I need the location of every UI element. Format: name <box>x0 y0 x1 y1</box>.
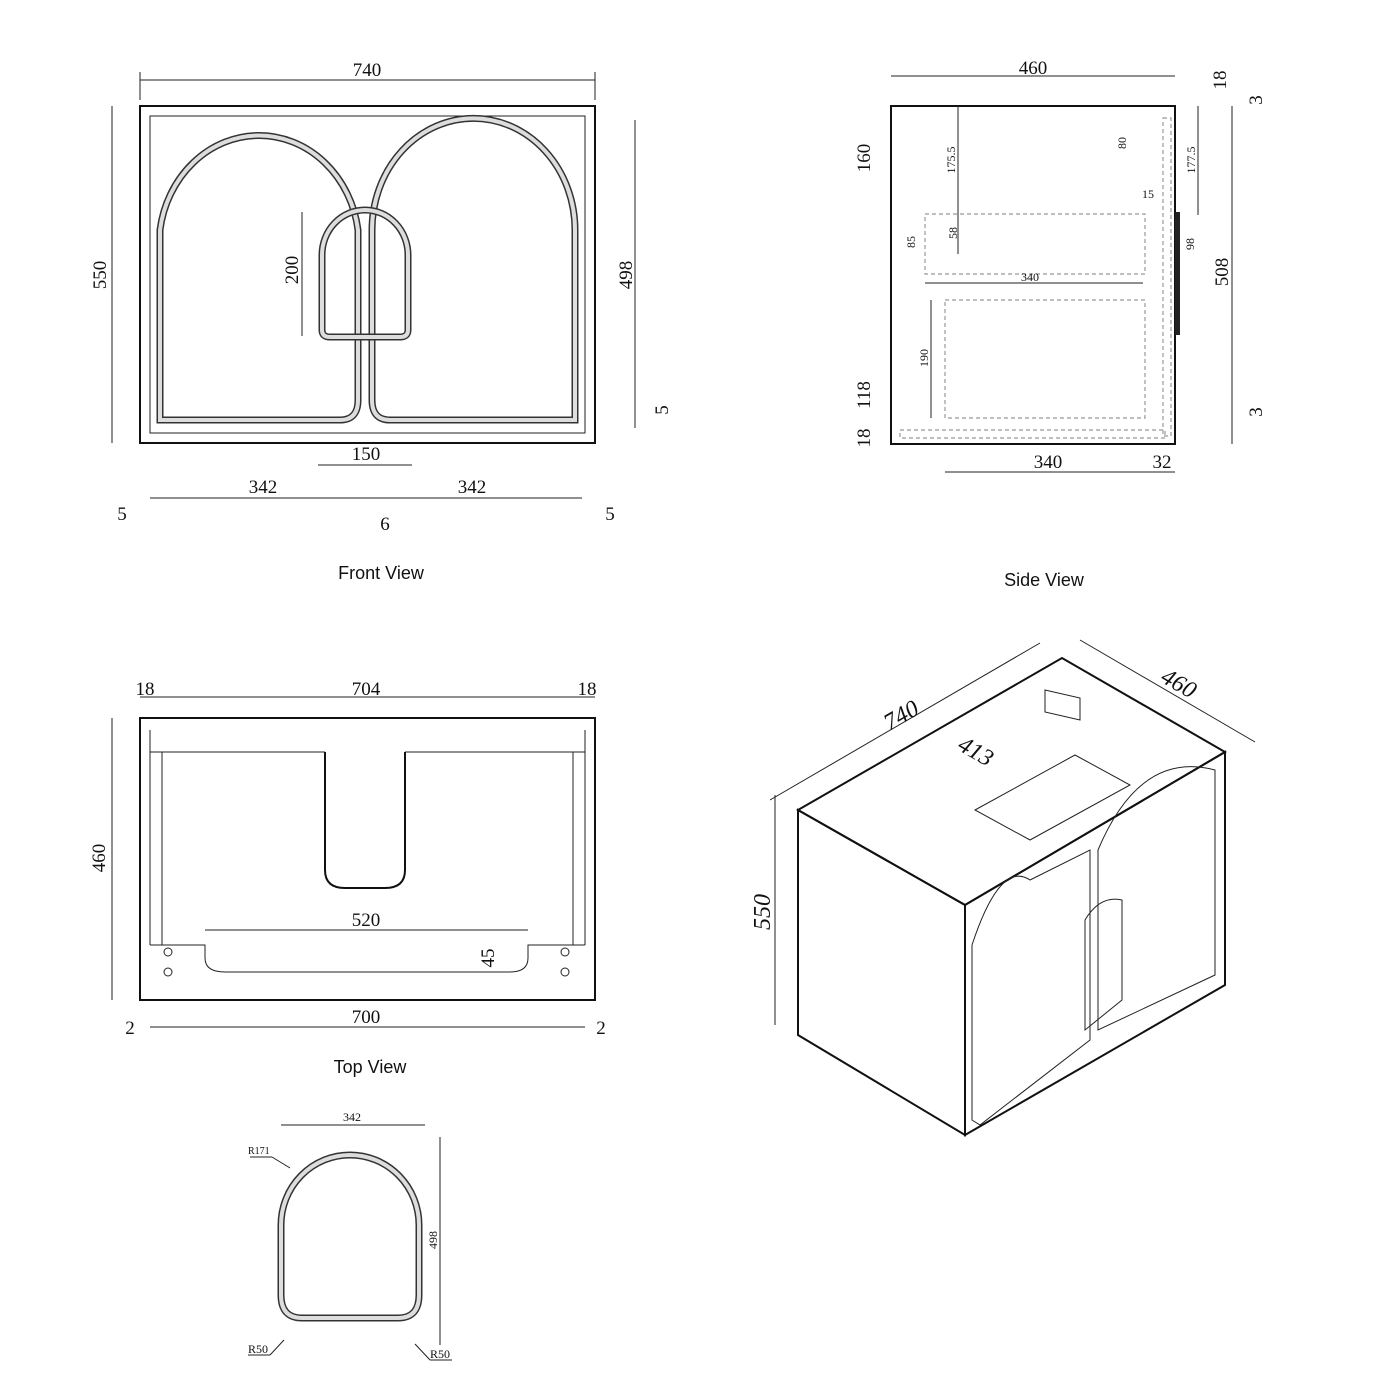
door-32-label: 32 <box>1153 452 1172 473</box>
iso-left-door-arch <box>971 849 1091 1126</box>
right-offset-label: 177.5 <box>1184 147 1198 174</box>
cutout-width-label: 520 <box>352 910 381 931</box>
cabinet-inner <box>149 115 586 434</box>
left-door-arch-inner <box>158 133 360 422</box>
bottom-left-radius-label: R50 <box>248 1342 268 1356</box>
top-depth-label: 460 <box>89 844 110 873</box>
front-height-label: 550 <box>90 261 111 290</box>
handle-detail: 342 498 R171 R50 R50 <box>248 1110 452 1361</box>
sink-cutout <box>324 752 406 889</box>
top-view-caption: Top View <box>334 1057 408 1077</box>
iso-side-face <box>797 808 966 1137</box>
iso-front-face <box>964 750 1226 1137</box>
handle-detail-arch-inner <box>279 1153 421 1320</box>
isometric-view: 740 460 550 413 <box>750 639 1256 1137</box>
side-depth-label: 460 <box>1019 58 1048 79</box>
iso-drawer-box <box>973 754 1132 841</box>
handle-detail-arch <box>277 1151 423 1322</box>
iso-right-door-arch <box>1097 766 1216 1031</box>
handle-detail-width-label: 342 <box>343 1110 361 1124</box>
lower-190-label: 190 <box>917 349 931 367</box>
bottom-right-radius-label: R50 <box>430 1347 450 1361</box>
handle-gap-label: 150 <box>352 444 381 465</box>
bracket-80-label: 80 <box>1115 137 1129 149</box>
front-view: 740 550 498 200 150 342 342 5 6 5 5 Fron… <box>90 60 673 583</box>
top-thickness-label: 18 <box>1210 71 1231 90</box>
iso-height-label: 550 <box>750 894 776 930</box>
iso-width-label: 740 <box>879 696 923 737</box>
iso-bracket <box>1044 689 1081 721</box>
door-508-label: 508 <box>1212 258 1233 287</box>
top-gap-label: 3 <box>1246 95 1267 105</box>
handle-detail-height-label: 498 <box>426 1231 440 1249</box>
front-view-caption: Front View <box>338 563 425 583</box>
center-gap-label: 6 <box>380 514 390 535</box>
top-inner-width-label: 704 <box>352 679 381 700</box>
handle-arch-inner <box>320 208 410 339</box>
top-edge-left-label: 2 <box>125 1018 135 1039</box>
left-edge-label: 5 <box>117 504 127 525</box>
iso-top-face <box>795 656 1227 907</box>
iso-cutout-label: 413 <box>953 732 997 773</box>
drawer-85-label: 85 <box>904 236 918 248</box>
right-edge-label: 5 <box>605 504 615 525</box>
side-view: 460 18 3 160 175.5 80 177.5 15 85 58 98 … <box>854 58 1267 590</box>
upper-bracket-label: 160 <box>854 144 875 173</box>
side-view-caption: Side View <box>1004 570 1085 590</box>
top-radius-label: R171 <box>248 1146 270 1157</box>
right-door-width-label: 342 <box>458 477 487 498</box>
offset-15-label: 15 <box>1142 187 1154 201</box>
handle-arch <box>318 206 412 341</box>
bottom-18-label: 18 <box>854 429 875 448</box>
iso-depth-label: 460 <box>1156 664 1200 705</box>
left-door-arch <box>156 132 362 424</box>
bottom-gap-3-label: 3 <box>1246 407 1267 417</box>
iso-handle-arch <box>1084 898 1123 1032</box>
drawer-58-label: 58 <box>946 227 960 239</box>
lower-118-label: 118 <box>854 381 875 409</box>
cutout-depth-label: 45 <box>478 949 499 968</box>
right-door-arch-inner <box>370 116 577 422</box>
drawer-top-offset-label: 175.5 <box>944 147 958 174</box>
door-height-label: 498 <box>616 261 637 290</box>
left-door-width-label: 342 <box>249 477 278 498</box>
handle-height-label: 200 <box>282 256 303 285</box>
top-side-left-label: 18 <box>136 679 155 700</box>
top-side-right-label: 18 <box>578 679 597 700</box>
rear-cutout <box>150 944 585 973</box>
cabinet-outline <box>139 105 596 444</box>
bottom-depth-label: 340 <box>1034 452 1063 473</box>
top-view: 18 704 18 460 520 45 700 2 2 Top View <box>89 679 606 1077</box>
top-edge-right-label: 2 <box>596 1018 606 1039</box>
lower-drawer-outline <box>944 299 1146 419</box>
front-width-label: 740 <box>353 60 382 81</box>
drawer-depth-label: 340 <box>1021 270 1039 284</box>
bottom-width-label: 700 <box>352 1007 381 1028</box>
right-door-arch <box>368 114 579 424</box>
door-handle <box>1175 212 1180 335</box>
top-outline <box>139 717 596 1001</box>
bottom-gap-label: 5 <box>652 405 673 415</box>
handle-98-label: 98 <box>1183 238 1197 250</box>
